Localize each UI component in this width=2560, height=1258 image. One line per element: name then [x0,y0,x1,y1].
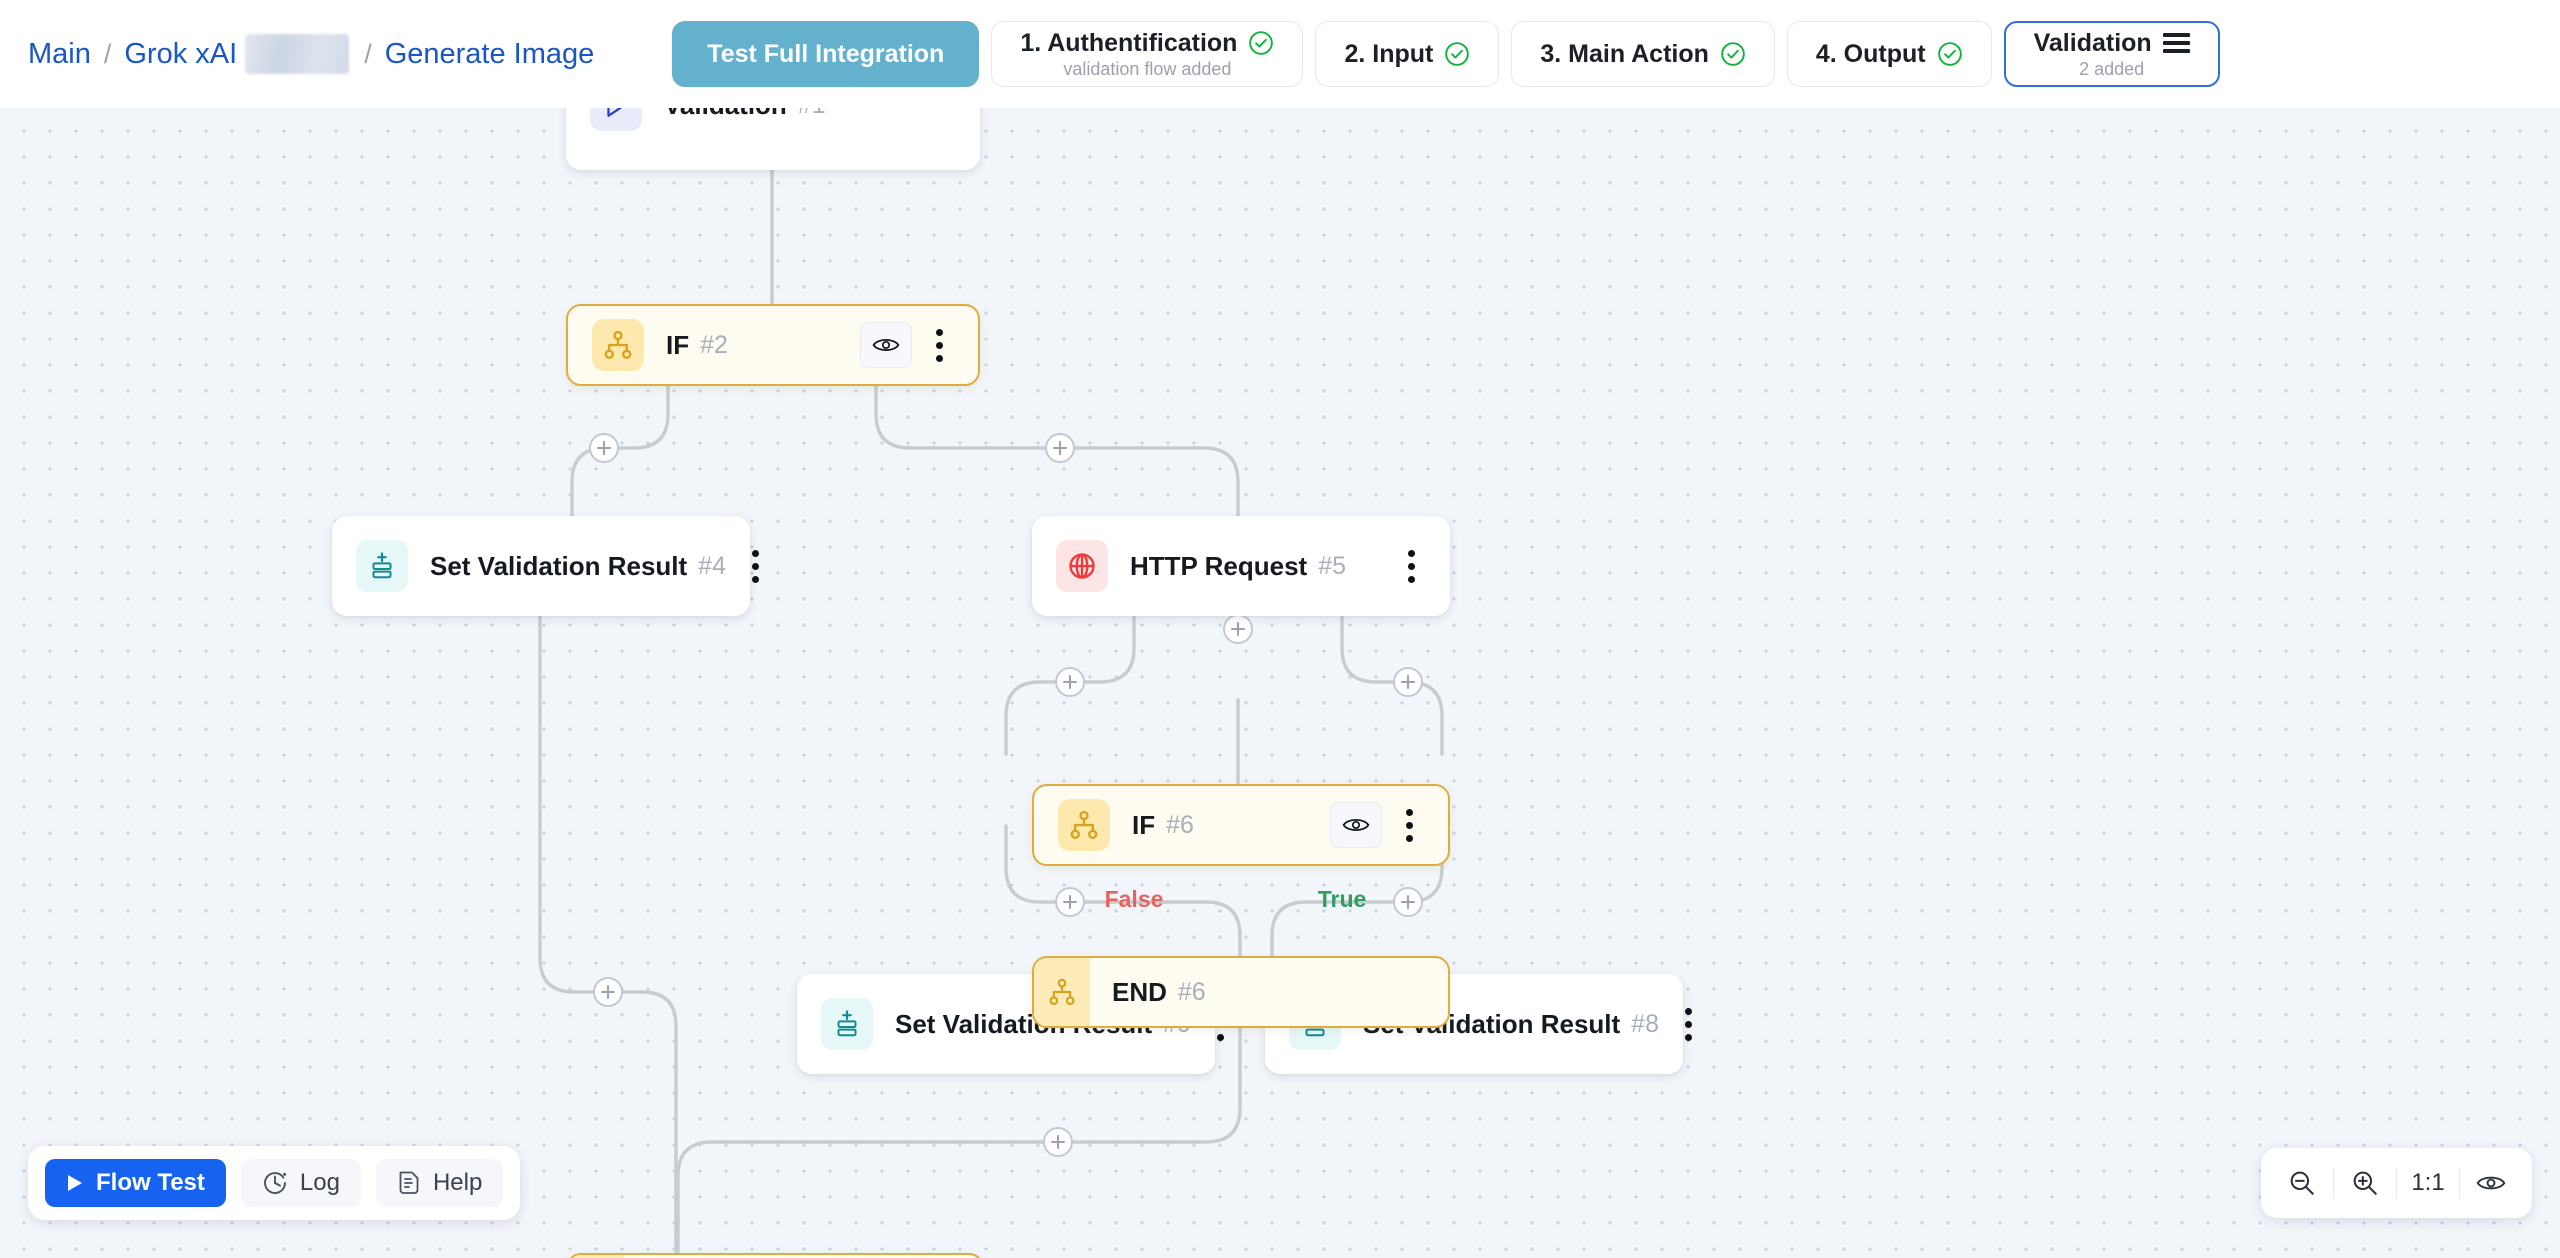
flow-node-if-2[interactable]: IF #2 [566,304,980,386]
preview-eye-button[interactable] [860,322,912,368]
help-button[interactable]: Help [375,1159,504,1207]
tab-test-full-integration[interactable]: Test Full Integration [672,21,980,87]
branch-icon [592,319,644,371]
flow-edge-stubs [1132,592,1344,610]
flow-node-validation[interactable]: Validation #1 [566,108,980,170]
check-circle-icon [1937,42,1962,66]
node-menu-button[interactable] [1392,802,1426,848]
zoom-out-icon [2290,1171,2314,1195]
help-label: Help [432,1169,483,1196]
add-node-button[interactable] [1043,1127,1073,1157]
add-node-button[interactable] [1223,614,1253,644]
breadcrumb-separator-2: / [364,38,372,69]
branch-icon [568,1255,624,1258]
node-title: HTTP Request [1130,550,1308,581]
flow-node-http-request-5[interactable]: HTTP Request #5 [1032,516,1450,616]
set-variable-icon [356,540,408,592]
add-node-button[interactable] [1055,887,1085,917]
node-title: END [1112,976,1167,1007]
tab-input[interactable]: 2. Input [1315,21,1500,87]
node-menu-button[interactable] [1394,543,1428,589]
clock-icon [263,1172,286,1194]
play-triangle-icon [590,108,642,131]
edge-label-false: False [1104,886,1164,912]
check-circle-icon [1721,42,1745,66]
node-menu-button[interactable] [922,322,956,368]
log-button[interactable]: Log [240,1159,361,1207]
tab-label: 1. Authentification [1020,28,1238,57]
log-label: Log [299,1169,340,1196]
set-variable-icon [821,998,873,1050]
fit-view-button[interactable] [2460,1148,2522,1218]
zoom-in-icon [2353,1171,2377,1195]
node-number: #1 [798,108,826,120]
branch-icon [1034,958,1090,1026]
divider [2333,1168,2334,1198]
tab-main-action[interactable]: 3. Main Action [1511,21,1775,87]
tab-label: Test Full Integration [707,39,945,68]
node-number: #5 [1318,551,1347,580]
add-node-button[interactable] [1045,433,1075,463]
breadcrumb-separator: / [103,38,112,69]
breadcrumb: Main / Grok xAI / Generate Image [28,34,594,74]
zoom-ratio-button[interactable]: 1:1 [2411,1169,2445,1196]
add-node-button[interactable] [1393,667,1423,697]
node-title: IF [666,329,690,360]
node-menu-button[interactable] [1684,1001,1692,1047]
play-triangle-icon [68,1175,82,1191]
tab-label: Validation [2033,28,2152,57]
eye-icon [872,339,900,351]
flow-test-button[interactable]: Flow Test [45,1159,226,1207]
divider [2459,1168,2460,1198]
flow-canvas[interactable]: False True False True Validation #1 IF #… [0,108,2560,1258]
zoom-out-button[interactable] [2271,1148,2333,1218]
node-number: #8 [1631,1009,1659,1038]
tab-sublabel: 2 added [2079,58,2145,79]
tab-sublabel: validation flow added [1063,58,1232,79]
flow-node-end-2[interactable]: END #2 [566,1253,984,1258]
flow-test-label: Flow Test [96,1169,205,1196]
divider [2396,1168,2397,1198]
edge-label-true: True [1317,886,1367,912]
check-circle-icon [1445,42,1470,66]
breadcrumb-item-main[interactable]: Main [28,37,91,70]
tab-output[interactable]: 4. Output [1786,21,1992,87]
add-node-button[interactable] [1393,887,1423,917]
preview-eye-button[interactable] [1330,802,1382,848]
breadcrumb-item-grok-xai[interactable]: Grok xAI [124,37,238,70]
add-node-button[interactable] [593,977,623,1007]
eye-icon [1342,819,1370,831]
document-icon [399,1171,419,1194]
tab-validation[interactable]: Validation 2 added [2003,21,2220,87]
flow-node-set-validation-result-4[interactable]: Set Validation Result #4 [332,516,759,616]
zoom-controls: 1:1 [2261,1148,2532,1218]
flow-node-end-6[interactable]: END #6 [1032,956,1450,1028]
add-node-button[interactable] [589,433,619,463]
globe-icon [1056,540,1108,592]
breadcrumb-item-generate-image[interactable]: Generate Image [384,37,595,70]
eye-icon [2476,1176,2506,1190]
flow-toolbar: Flow Test Log Help [28,1146,521,1220]
add-node-button[interactable] [1055,667,1085,697]
node-number: #2 [700,330,728,359]
node-title: Set Validation Result [430,550,688,581]
hamburger-icon[interactable] [2162,33,2190,53]
check-circle-icon [1249,31,1274,55]
tab-label: 2. Input [1344,39,1434,68]
tab-label: 3. Main Action [1540,39,1709,68]
tab-label: 4. Output [1815,39,1926,68]
zoom-in-button[interactable] [2334,1148,2396,1218]
node-number: #6 [1177,977,1206,1006]
node-title: Validation [664,108,787,121]
node-number: #4 [698,551,726,580]
step-tabs: Test Full Integration 1. Authentificatio… [672,21,2220,87]
node-number: #6 [1166,810,1194,839]
node-menu-button[interactable] [751,543,759,589]
node-title: IF [1132,809,1156,840]
redacted-text-block [245,34,350,74]
branch-icon [1058,799,1110,851]
tab-authentification[interactable]: 1. Authentification validation flow adde… [991,21,1304,87]
app-header: Main / Grok xAI / Generate Image Test Fu… [0,0,2560,108]
flow-node-if-6[interactable]: IF #6 [1032,784,1450,866]
